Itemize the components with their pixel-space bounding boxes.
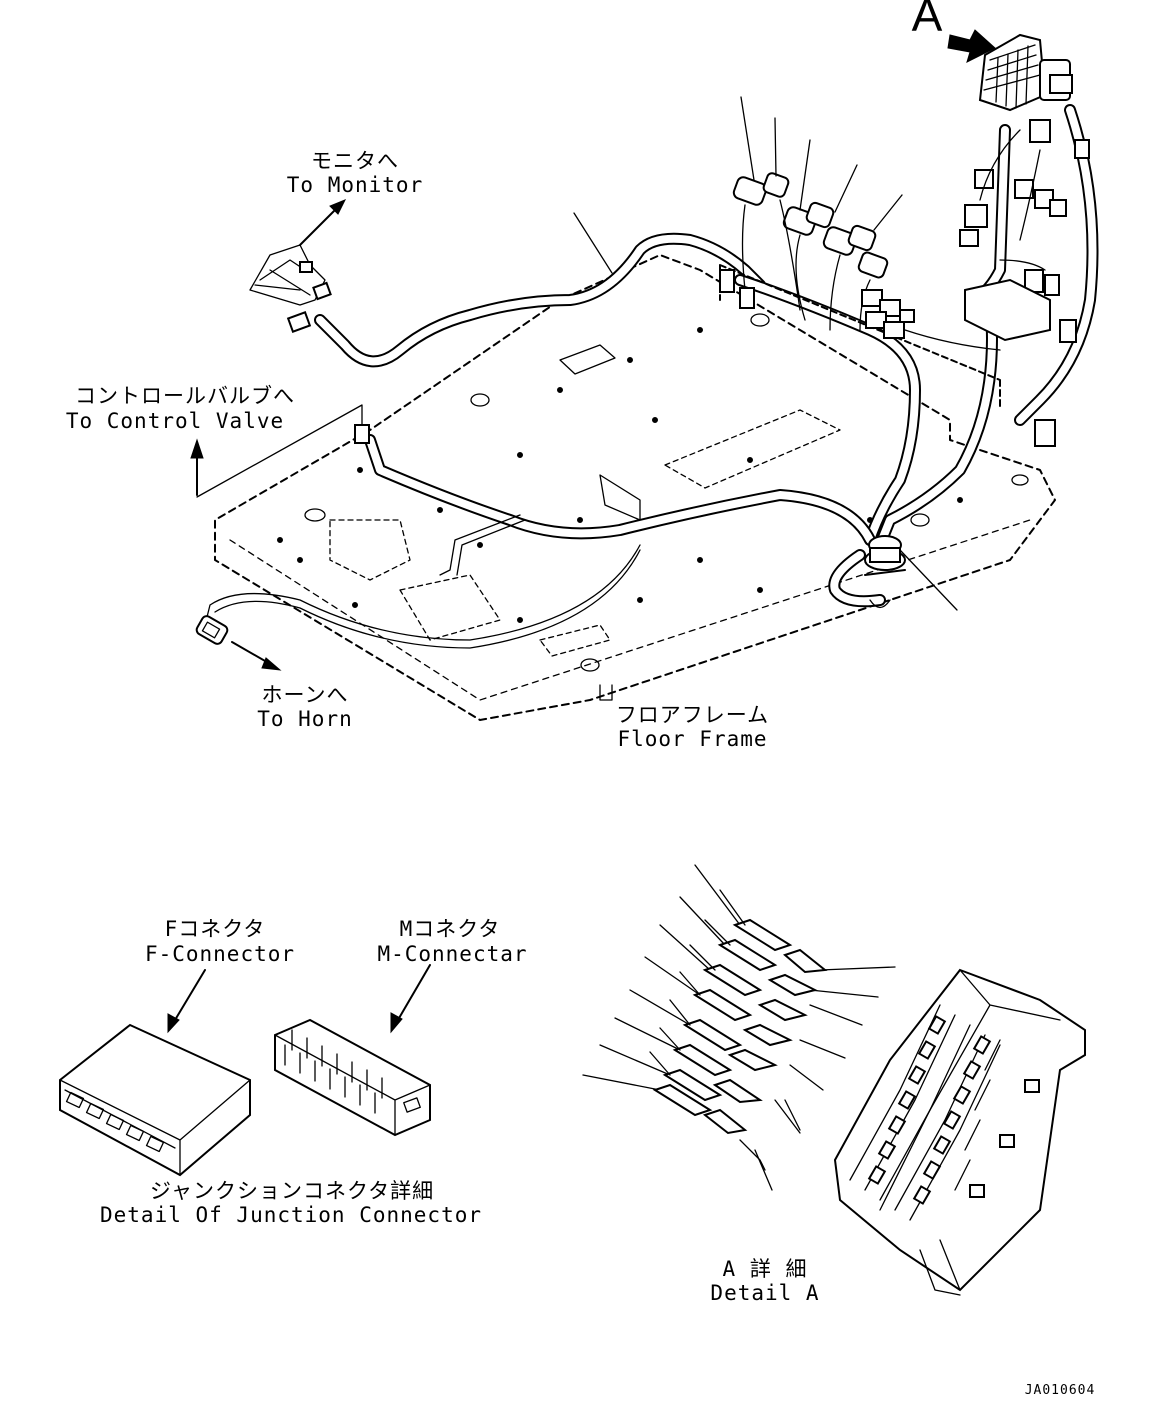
to-monitor-label-en: To Monitor (286, 173, 424, 197)
to-control-valve-label-en: To Control Valve (65, 409, 285, 433)
m-connector-label-en: M-Connectar (377, 942, 528, 966)
f-connector (59, 969, 251, 1177)
monitor-connector-cluster (249, 199, 347, 333)
detail-a-marker: A (911, 0, 943, 41)
rear-connectors (573, 96, 1001, 611)
control-valve-leader (190, 404, 370, 498)
m-connector (274, 964, 431, 1137)
detail-a-housing (833, 968, 1086, 1296)
to-control-valve-label-jp: コントロールバルブへ (75, 384, 295, 408)
junction-detail-label-jp: ジャンクションコネクタ詳細 (150, 1179, 435, 1203)
detail-a-label-en: Detail A (710, 1281, 820, 1305)
detail-a-arrow (947, 29, 996, 63)
detail-a-pins (582, 864, 896, 1191)
f-connector-label-jp: Fコネクタ (164, 917, 266, 941)
to-horn-label-en: To Horn (257, 707, 353, 731)
floor-frame-label-jp: フロアフレーム (615, 703, 770, 727)
floor-frame-label-en: Floor Frame (617, 727, 768, 751)
junction-detail-label-en: Detail Of Junction Connector (100, 1203, 483, 1227)
f-connector-label-en: F-Connector (144, 942, 296, 966)
to-monitor-label-jp: モニタへ (311, 149, 399, 173)
drawing-code: JA010604 (1024, 1383, 1096, 1398)
detail-a-label-jp: A 詳 細 (722, 1257, 808, 1281)
horn-connector (195, 615, 282, 671)
to-horn-label-jp: ホーンへ (261, 683, 349, 707)
m-connector-label-jp: Mコネクタ (399, 917, 501, 941)
floor-frame-plate (214, 254, 1056, 721)
junction-connector-bundle (959, 33, 1090, 447)
